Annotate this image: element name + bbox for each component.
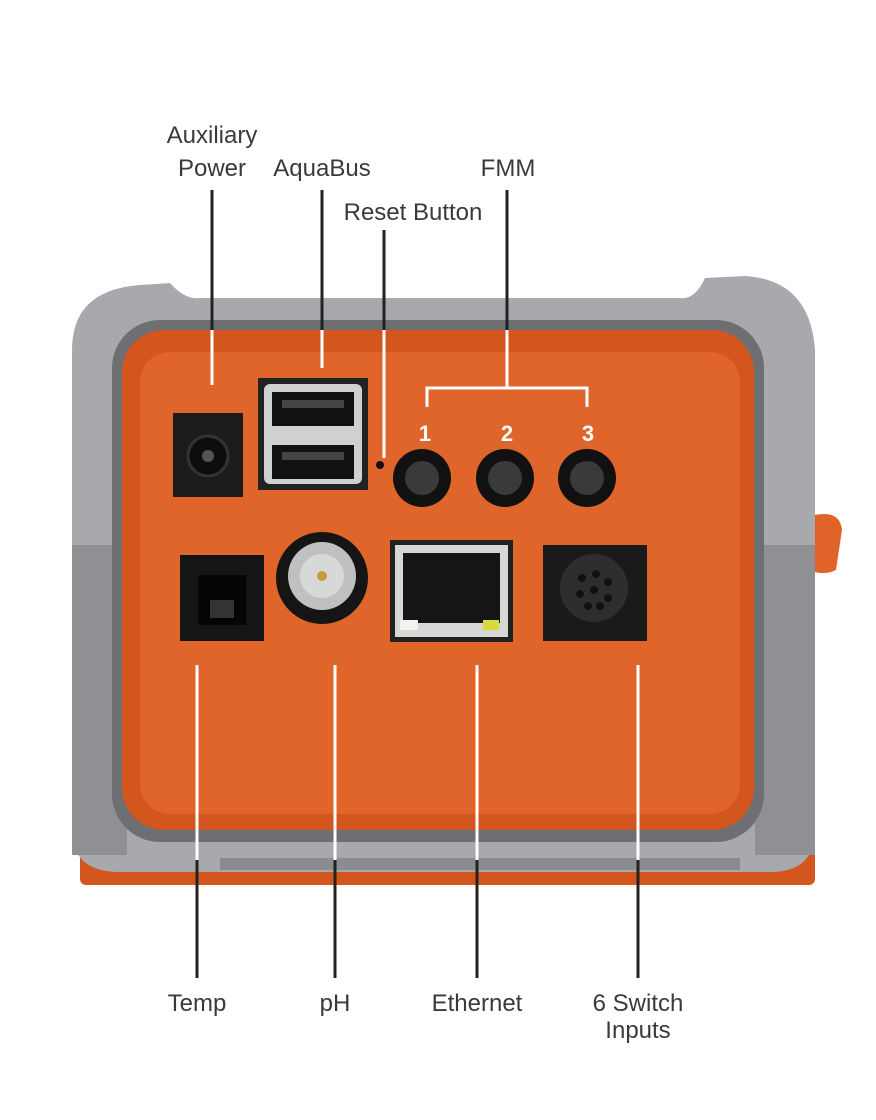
- fmm-port-1: [393, 449, 451, 507]
- fmm-ports: 1 2 3: [393, 386, 616, 507]
- aquabus-usb-port: [258, 378, 368, 490]
- switch-din-port: [543, 545, 647, 641]
- label-aux-power-line2: Power: [178, 155, 246, 182]
- label-switch-line1: 6 Switch: [593, 990, 684, 1017]
- ph-bnc-port: [276, 532, 368, 624]
- fmm-number-1: 1: [419, 421, 431, 446]
- ethernet-port: [390, 540, 513, 642]
- label-ethernet: Ethernet: [432, 990, 523, 1017]
- temp-port: [180, 555, 264, 641]
- fmm-port-2: [476, 449, 534, 507]
- fmm-number-3: 3: [582, 421, 594, 446]
- reset-button: [376, 461, 384, 469]
- leader-lines: [195, 190, 640, 978]
- label-aux-power-line1: Auxiliary: [167, 122, 258, 149]
- label-temp: Temp: [168, 990, 227, 1017]
- aux-power-port: [173, 413, 243, 497]
- side-tab: [815, 514, 842, 574]
- label-fmm: FMM: [481, 155, 536, 182]
- label-switch-line2: Inputs: [605, 1017, 670, 1044]
- fmm-number-2: 2: [501, 421, 513, 446]
- label-aquabus: AquaBus: [273, 155, 370, 182]
- label-reset-button: Reset Button: [344, 199, 483, 226]
- fmm-port-3: [558, 449, 616, 507]
- label-ph: pH: [320, 990, 351, 1017]
